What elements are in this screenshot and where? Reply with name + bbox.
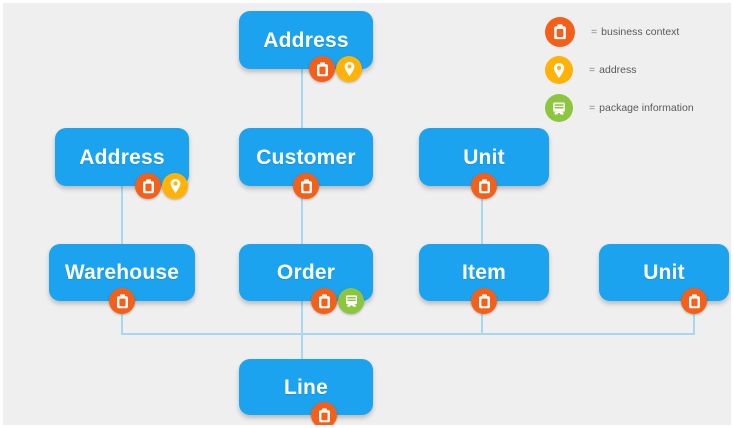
connector-address-top-to-customer	[301, 69, 303, 128]
node-label: Customer	[256, 145, 356, 169]
address-icon[interactable]	[162, 173, 188, 199]
node-badges	[293, 173, 319, 199]
connector-address-left-to-warehouse	[121, 186, 123, 244]
node-badges	[471, 288, 497, 314]
connector-customer-to-order	[301, 186, 303, 244]
node-label: Address	[79, 145, 165, 169]
business-context-icon[interactable]	[471, 288, 497, 314]
address-icon	[545, 56, 573, 84]
package-information-icon[interactable]	[338, 288, 364, 314]
node-label: Warehouse	[64, 261, 180, 284]
node-badges	[309, 56, 362, 82]
node-warehouse[interactable]: Warehouse	[49, 244, 195, 314]
legend-item-business-context: =business context	[545, 13, 717, 51]
connector-unit-right-drop	[693, 301, 695, 334]
connector-bottom-bus	[121, 333, 695, 335]
business-context-icon[interactable]	[311, 288, 337, 314]
legend-label-text: address	[599, 64, 637, 76]
node-label: Unit	[463, 145, 505, 169]
legend-label: =package information	[589, 102, 694, 114]
legend-label: =business context	[591, 26, 679, 38]
business-context-icon[interactable]	[135, 173, 161, 199]
address-icon[interactable]	[336, 56, 362, 82]
legend-label-text: business context	[601, 26, 680, 38]
node-badges	[471, 173, 497, 199]
legend-label-text: package information	[599, 102, 694, 114]
node-label: Line	[284, 375, 328, 399]
business-context-icon	[545, 17, 575, 47]
node-unit-mid[interactable]: Unit	[419, 128, 549, 199]
node-customer[interactable]: Customer	[239, 128, 373, 199]
legend-equals: =	[589, 102, 596, 114]
connector-item-drop	[481, 301, 483, 334]
legend-label: =address	[589, 64, 637, 76]
legend-item-package-information: =package information	[545, 89, 717, 127]
node-label: Address	[263, 28, 349, 52]
node-item[interactable]: Item	[419, 244, 549, 314]
business-context-icon[interactable]	[293, 173, 319, 199]
node-badges	[109, 288, 135, 314]
business-context-icon[interactable]	[109, 288, 135, 314]
node-badges	[135, 173, 188, 199]
business-context-icon[interactable]	[309, 56, 335, 82]
node-line[interactable]: Line	[239, 359, 373, 425]
connector-unit-mid-to-item	[481, 186, 483, 244]
package-information-icon	[545, 94, 573, 122]
legend: =business context =address	[545, 13, 717, 127]
connector-order-drop	[301, 301, 303, 334]
connector-warehouse-drop	[121, 301, 123, 334]
business-context-icon[interactable]	[471, 173, 497, 199]
node-address-top[interactable]: Address	[239, 11, 373, 82]
node-label: Item	[462, 261, 506, 284]
node-badges	[311, 402, 337, 425]
node-label: Unit	[643, 261, 685, 284]
node-unit-right[interactable]: Unit	[599, 244, 729, 314]
node-label: Order	[276, 261, 336, 284]
connector-bus-to-line	[301, 333, 303, 359]
business-context-icon[interactable]	[681, 288, 707, 314]
business-context-icon[interactable]	[311, 402, 337, 425]
node-order[interactable]: Order	[239, 244, 373, 314]
legend-equals: =	[591, 26, 598, 38]
legend-item-address: =address	[545, 51, 717, 89]
node-badges	[311, 288, 364, 314]
legend-equals: =	[589, 64, 596, 76]
node-address-left[interactable]: Address	[55, 128, 189, 199]
node-badges	[681, 288, 707, 314]
